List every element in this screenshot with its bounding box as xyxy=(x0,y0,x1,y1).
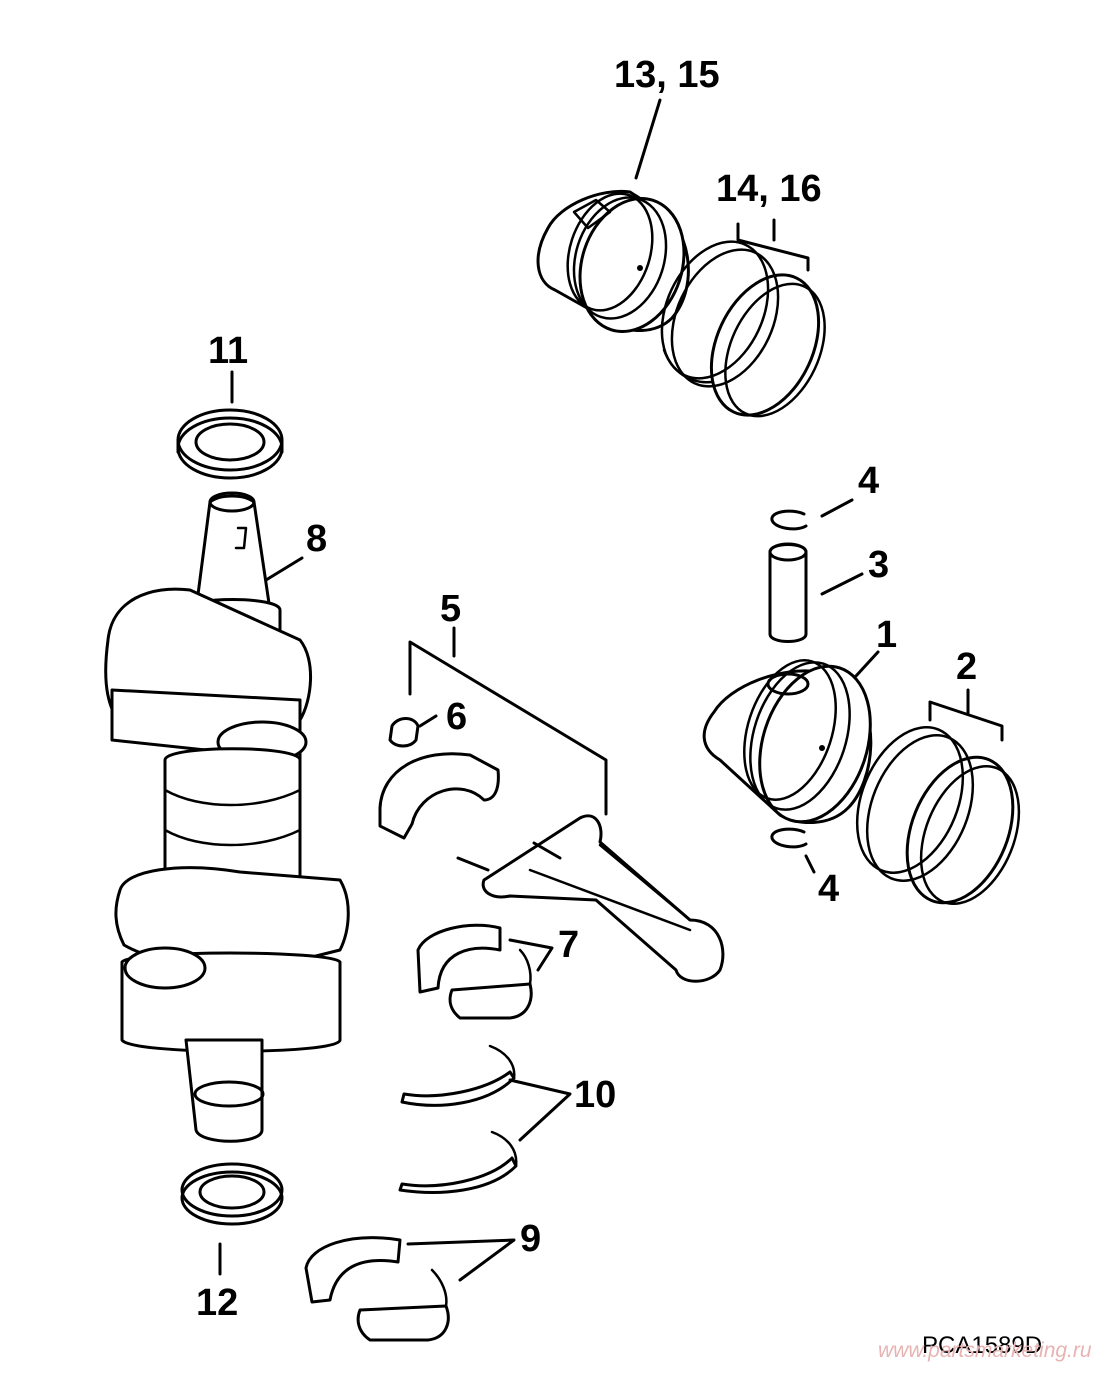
wrist-pin-parts xyxy=(768,509,808,849)
connecting-rod-5 xyxy=(378,717,725,983)
piston-rings-2 xyxy=(855,726,1021,906)
rod-bearing-7 xyxy=(416,923,533,1020)
oil-seal-11 xyxy=(176,408,284,480)
crankshaft-8 xyxy=(104,491,350,1143)
piston-13-15 xyxy=(536,189,690,333)
piston-1 xyxy=(702,659,873,825)
callout-2: 2 xyxy=(956,646,978,688)
leader-lines xyxy=(218,98,1004,1282)
piston-rings-14-16 xyxy=(660,240,826,418)
callout-1: 1 xyxy=(876,614,898,656)
callout-14-16: 14, 16 xyxy=(716,168,822,210)
drawing-code: PCA1589D xyxy=(922,1332,1043,1359)
oil-seal-12 xyxy=(180,1162,284,1226)
callout-10: 10 xyxy=(574,1074,617,1116)
main-bearing-9 xyxy=(304,1236,450,1342)
callout-5: 5 xyxy=(440,588,462,630)
thrust-washers-10 xyxy=(398,1044,518,1194)
watermark: www.partsmarketing.ru xyxy=(878,1339,1092,1362)
callout-8: 8 xyxy=(306,518,328,560)
callout-6: 6 xyxy=(446,696,468,738)
callout-4-top: 4 xyxy=(858,460,880,502)
callout-3: 3 xyxy=(868,544,890,586)
callout-7: 7 xyxy=(558,924,580,966)
callout-11: 11 xyxy=(208,330,249,372)
callout-4-bottom: 4 xyxy=(818,868,840,910)
callout-13-15: 13, 15 xyxy=(614,54,720,96)
callout-9: 9 xyxy=(520,1218,542,1260)
callout-12: 12 xyxy=(196,1282,239,1324)
